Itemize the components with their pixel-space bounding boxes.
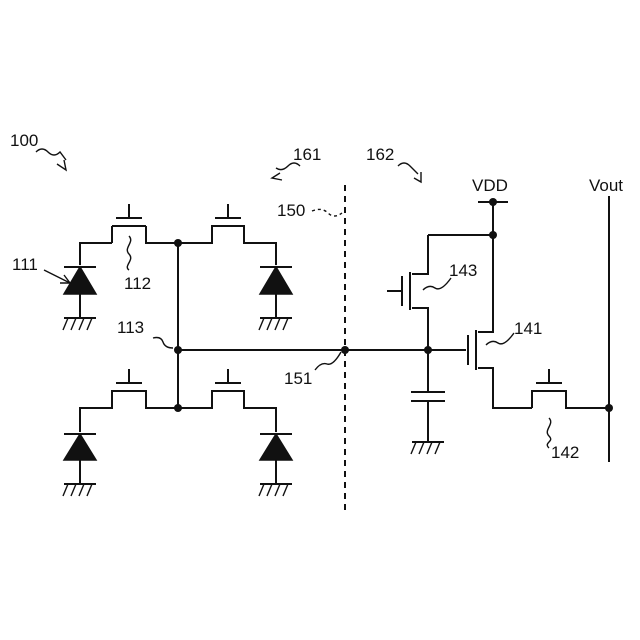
leader-150 <box>312 209 342 216</box>
pixel-cell-top-right <box>178 204 292 330</box>
label-100: 100 <box>10 131 38 150</box>
ground-symbol <box>63 484 96 496</box>
label-113: 113 <box>117 318 144 337</box>
label-141: 141 <box>514 319 542 338</box>
wire <box>412 235 428 274</box>
leader-112 <box>127 236 130 270</box>
leader-143 <box>423 278 451 290</box>
leader-141 <box>486 333 514 345</box>
select-transistor-142 <box>532 369 609 408</box>
photodiode <box>259 267 292 330</box>
label-112: 112 <box>124 274 151 293</box>
label-143: 143 <box>449 261 477 280</box>
label-161: 161 <box>293 145 321 164</box>
ground-symbol <box>63 318 96 330</box>
photodiode <box>63 434 96 496</box>
diode-triangle <box>64 434 96 460</box>
junction-node <box>174 404 182 412</box>
diode-triangle <box>260 434 292 460</box>
label-142: 142 <box>551 443 579 462</box>
photodiode-111 <box>63 267 96 330</box>
diode-triangle <box>260 267 292 294</box>
label-vout: Vout <box>589 176 623 195</box>
ground-symbol <box>259 484 292 496</box>
label-111: 111 <box>12 255 38 274</box>
pixel-cell-top-left <box>63 204 178 330</box>
readout-circuit <box>387 196 613 462</box>
leader-113 <box>153 338 173 349</box>
leader-100 <box>36 149 66 160</box>
wire <box>478 368 532 408</box>
wire <box>532 391 609 408</box>
wire <box>178 391 276 432</box>
junction-node <box>605 404 613 412</box>
pixel-cell-bottom-right <box>178 369 292 496</box>
arrowhead <box>272 173 282 180</box>
label-162: 162 <box>366 145 394 164</box>
reference-labels: 100 111 112 113 150 151 161 162 VDD Vout… <box>10 131 623 462</box>
leader-111 <box>44 270 70 283</box>
leader-162 <box>398 163 418 174</box>
junction-node <box>489 198 497 206</box>
wire <box>146 226 178 243</box>
ground-symbol <box>411 442 444 454</box>
wire <box>80 391 178 432</box>
photodiode <box>259 434 292 496</box>
pixel-cell-bottom-left <box>63 369 178 496</box>
wire <box>80 243 112 265</box>
label-150: 150 <box>277 201 305 220</box>
arrowhead <box>57 160 66 170</box>
ground-symbol <box>259 318 292 330</box>
label-vdd: VDD <box>472 176 508 195</box>
capacitor <box>411 350 445 454</box>
wire <box>478 235 493 332</box>
label-151: 151 <box>284 369 312 388</box>
reset-transistor-143 <box>387 235 428 350</box>
junction-node <box>174 239 182 247</box>
leader-151 <box>315 352 341 370</box>
wire <box>178 226 276 265</box>
wire <box>412 308 428 350</box>
